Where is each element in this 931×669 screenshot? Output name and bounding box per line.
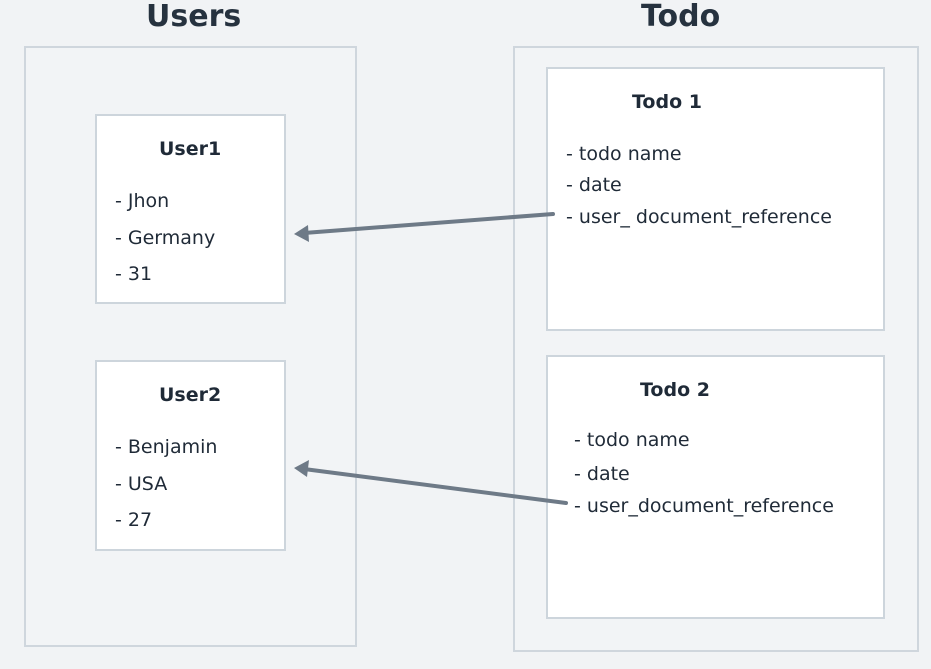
todo-card-title: Todo 2 [640, 379, 710, 401]
todo-field-user-reference: - user_ document_reference [566, 206, 832, 228]
todo-card-title: Todo 1 [632, 91, 702, 113]
todo-field-name: - todo name [574, 429, 690, 451]
user-card-2: User2 - Benjamin - USA - 27 [95, 360, 286, 551]
users-heading: Users [146, 0, 242, 34]
todo-field-user-reference: - user_document_reference [574, 495, 834, 517]
todo-field-date: - date [566, 174, 622, 196]
user-field-name: - Jhon [115, 190, 170, 212]
user-card-1: User1 - Jhon - Germany - 31 [95, 114, 286, 304]
todo-field-date: - date [574, 463, 630, 485]
user-field-age: - 27 [115, 509, 153, 531]
user-field-country: - Germany [115, 227, 216, 249]
todo-heading: Todo [641, 0, 721, 34]
todo-card-1: Todo 1 - todo name - date - user_ docume… [546, 67, 885, 331]
user-card-title: User1 [159, 138, 222, 160]
user-card-title: User2 [159, 384, 222, 406]
todo-field-name: - todo name [566, 143, 682, 165]
todo-card-2: Todo 2 - todo name - date - user_documen… [546, 355, 885, 619]
user-field-age: - 31 [115, 263, 153, 285]
user-field-name: - Benjamin [115, 436, 218, 458]
user-field-country: - USA [115, 473, 168, 495]
